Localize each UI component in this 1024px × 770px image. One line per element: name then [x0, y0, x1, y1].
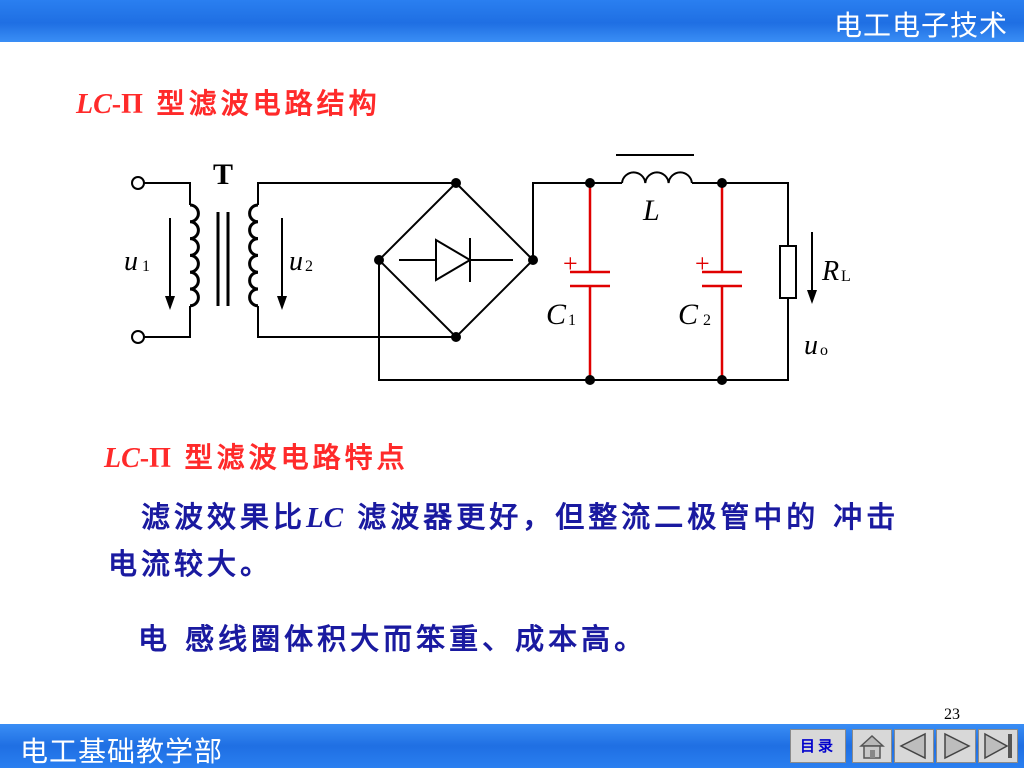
junction-c2-bottom: [717, 375, 727, 385]
c1-subscript: 1: [568, 312, 576, 329]
point1-text-before: 滤波效果比: [141, 500, 307, 534]
triangle-left-icon: [899, 732, 926, 760]
course-title: 电工电子技术: [833, 9, 1008, 42]
arrow-heads: [165, 290, 817, 310]
input-terminal-top: [131, 176, 145, 190]
home-icon: [859, 734, 885, 759]
point2-text: 电 感线圈体积大而笨重、成本高。: [138, 622, 648, 656]
junction-c2-top: [717, 178, 727, 188]
transformer-label: T: [213, 158, 233, 191]
input-terminal-bottom: [131, 330, 145, 344]
home-button[interactable]: [852, 729, 892, 763]
rl-subscript: L: [841, 268, 851, 285]
features-dash: -: [139, 443, 150, 474]
inductor-label: L: [642, 194, 660, 227]
heading-lc: LC: [76, 89, 112, 120]
u2-label: u: [289, 246, 303, 277]
features-lc: LC: [104, 443, 140, 474]
circuit-wires: [144, 154, 813, 381]
c2-label: C: [678, 298, 699, 331]
secondary-bottom-wire: [257, 306, 456, 338]
c1-plus-sign: +: [563, 249, 578, 278]
junction-bridge-bottom: [451, 332, 461, 342]
junction-bridge-left: [374, 255, 384, 265]
footer-bar: 电工基础教学部 目录: [0, 724, 1024, 768]
rl-label: R: [821, 256, 839, 287]
c2-subscript: 2: [703, 312, 711, 329]
heading-text: 型滤波电路结构: [142, 87, 381, 120]
primary-top-wire: [144, 182, 191, 205]
load-resistor: [779, 245, 797, 299]
u1-label: u: [124, 246, 138, 277]
secondary-coil: [248, 203, 259, 308]
primary-coil: [189, 203, 200, 308]
uo-subscript: o: [820, 342, 828, 359]
capacitor-c1: [570, 183, 610, 380]
junction-dots: [374, 178, 727, 385]
junction-bridge-top: [451, 178, 461, 188]
load-top-wire: [722, 182, 789, 246]
load-bottom-wire: [590, 298, 789, 381]
header-bar: 电工电子技术: [0, 0, 1024, 42]
features-text: 型滤波电路特点: [170, 441, 409, 474]
toc-button[interactable]: 目录: [790, 729, 846, 763]
department-name: 电工基础教学部: [20, 735, 224, 768]
feature-point-1: 滤波效果比LC 滤波器更好，但整流二极管中的 冲击电流较大。: [108, 494, 908, 587]
skip-end-icon: [984, 732, 1012, 760]
features-heading: LC-Π 型滤波电路特点: [104, 436, 409, 476]
page-number: 23: [944, 706, 960, 723]
feature-point-2: 电 感线圈体积大而笨重、成本高。: [138, 616, 647, 662]
u1-subscript: 1: [142, 258, 150, 275]
bridge-negative-wire: [378, 260, 590, 381]
features-pi: Π: [149, 443, 171, 474]
circuit-labels: T u 1 u 2 L C 1 C 2 R L u o + +: [124, 158, 851, 361]
junction-c1-top: [585, 178, 595, 188]
point1-lc: LC: [306, 502, 344, 534]
secondary-top-wire: [257, 182, 456, 205]
capacitor-c2: [702, 183, 742, 380]
structure-heading: LC-Π 型滤波电路结构: [76, 82, 381, 122]
c2-plus-sign: +: [695, 249, 710, 278]
junction-bridge-right: [528, 255, 538, 265]
uo-arrow-head: [807, 290, 817, 304]
previous-button[interactable]: [894, 729, 934, 763]
primary-bottom-wire: [144, 306, 191, 338]
triangle-right-icon: [944, 732, 971, 760]
u1-arrow-head: [165, 296, 175, 310]
junction-c1-bottom: [585, 375, 595, 385]
inductor-coil: [621, 171, 693, 184]
next-button[interactable]: [936, 729, 976, 763]
heading-dash: -: [111, 89, 122, 120]
heading-pi: Π: [121, 89, 143, 120]
u2-arrow-head: [277, 296, 287, 310]
c1-label: C: [546, 298, 567, 331]
last-page-button[interactable]: [978, 729, 1018, 763]
uo-label: u: [804, 330, 818, 361]
diode-triangle: [435, 238, 472, 282]
u2-subscript: 2: [305, 258, 313, 275]
bridge-positive-wire: [532, 182, 590, 260]
point1-text-after: 滤波器更好，但整流二极管中的 冲击电流较大。: [108, 500, 900, 581]
